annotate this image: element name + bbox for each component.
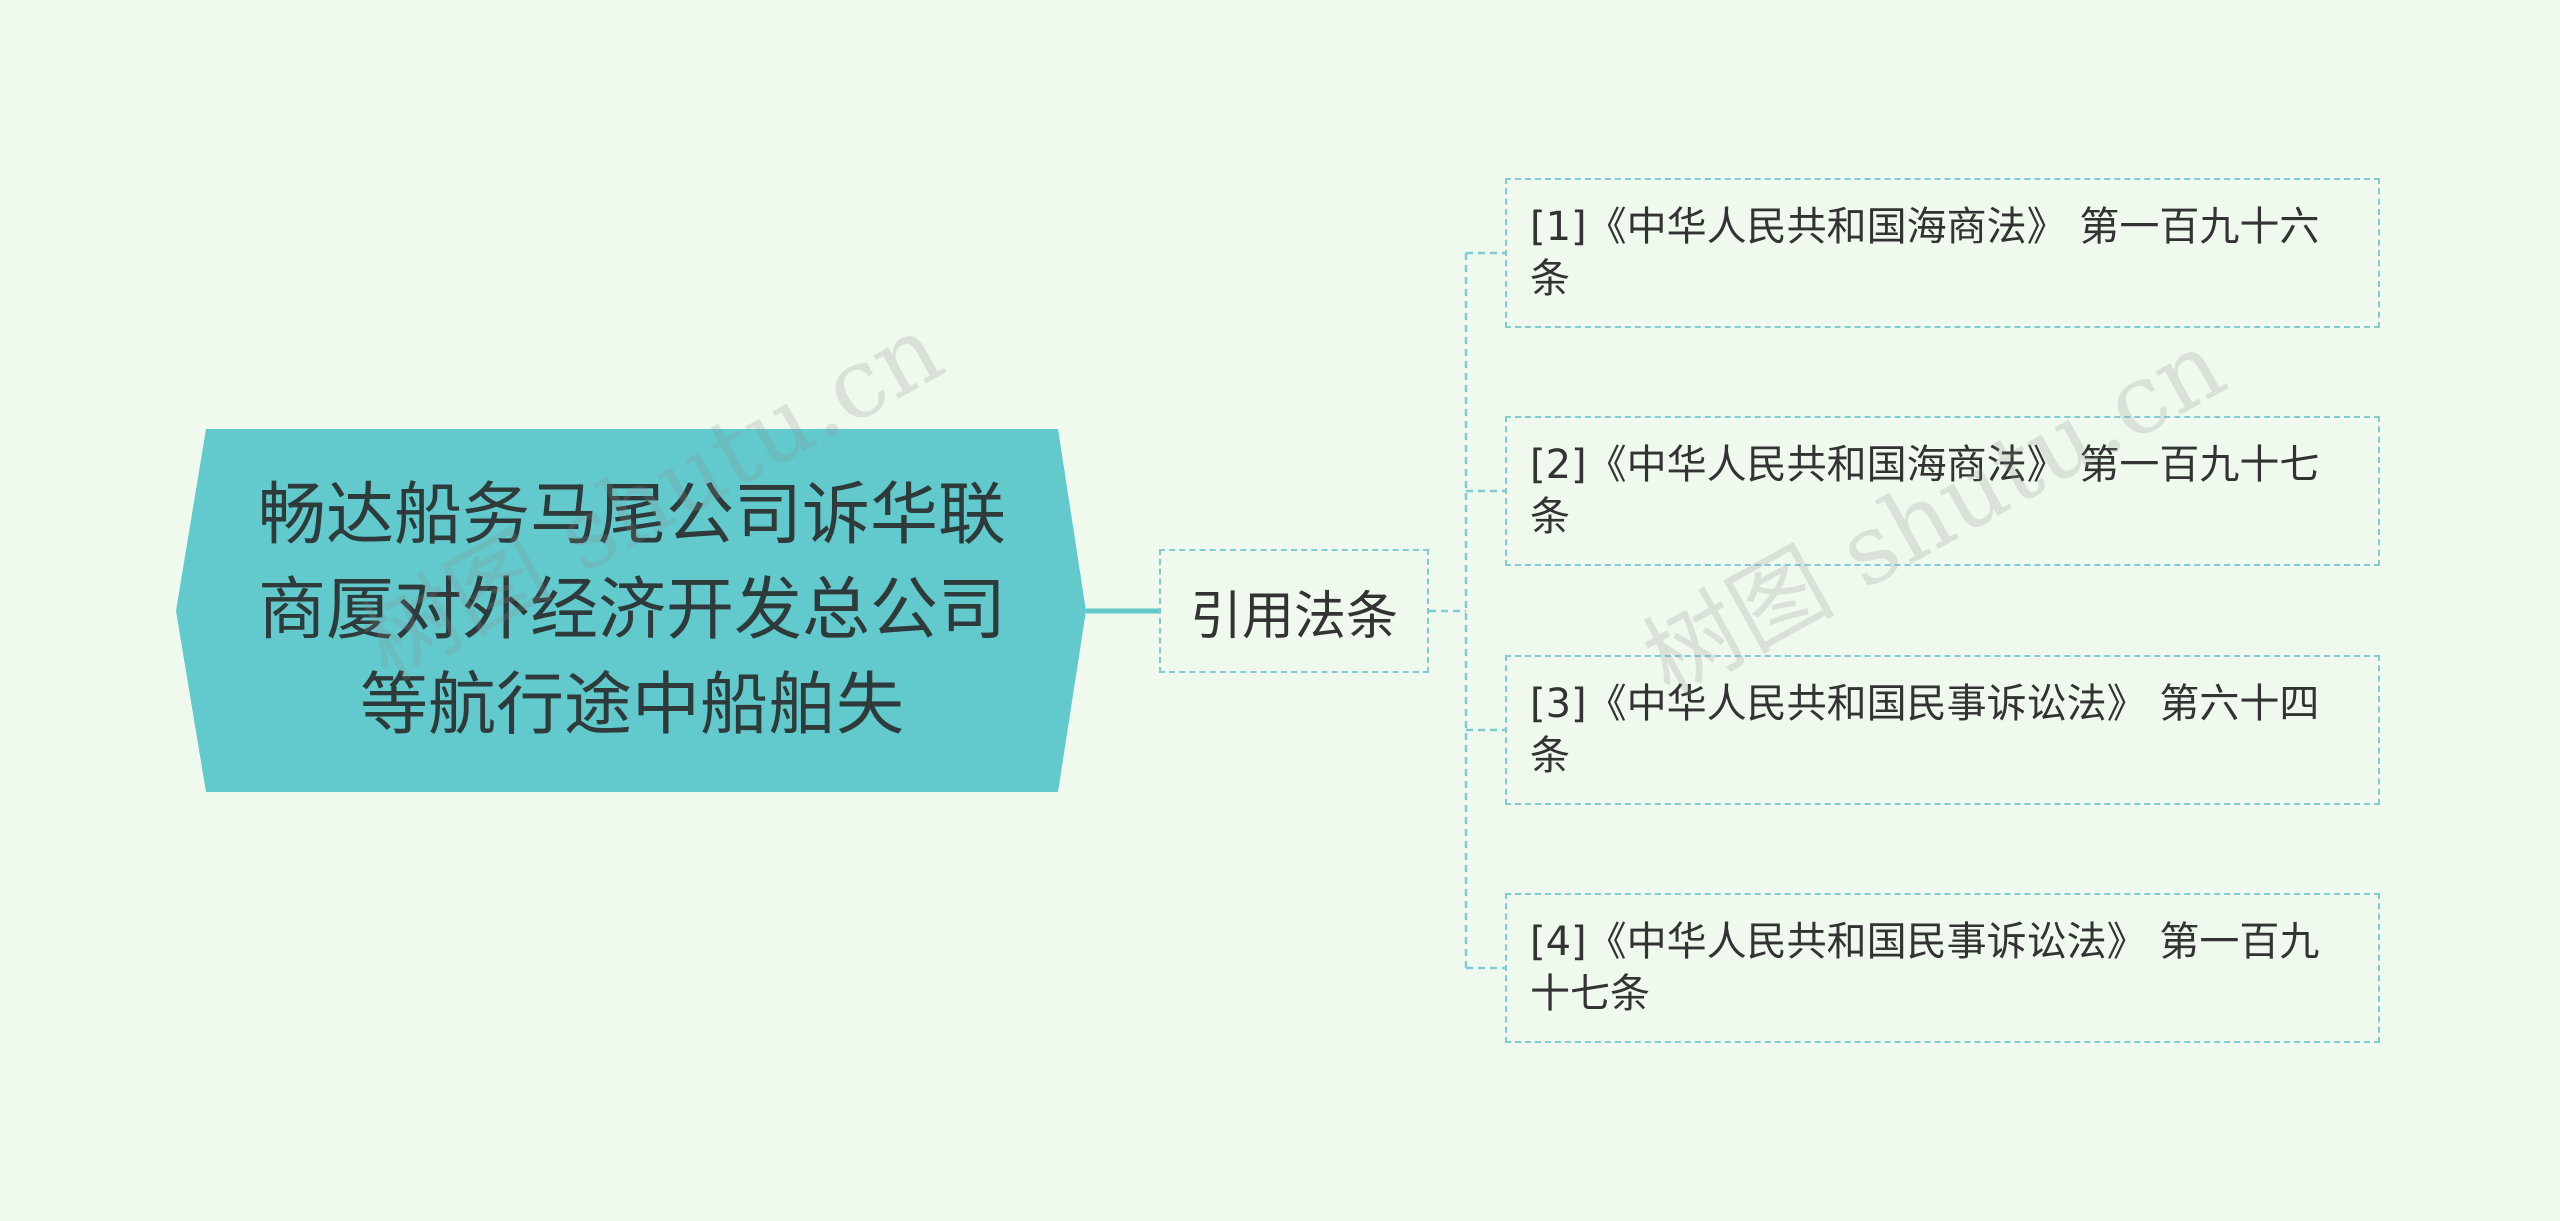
- leaf-node-3-line-2: 条: [1530, 733, 1570, 779]
- leaf-node-4[interactable]: [4]《中华人民共和国民事诉讼法》 第一百九 十七条: [1505, 893, 2380, 1043]
- leaf-node-3-line-1: [3]《中华人民共和国民事诉讼法》 第六十四: [1530, 681, 2320, 727]
- leaf-node-4-line-1: [4]《中华人民共和国民事诉讼法》 第一百九: [1530, 919, 2320, 965]
- root-node-line-1: 畅达船务马尾公司诉华联: [257, 476, 1006, 555]
- branch-node-label: 引用法条: [1189, 586, 1398, 647]
- leaf-node-2-line-1: [2]《中华人民共和国海商法》 第一百九十七: [1530, 442, 2320, 488]
- leaf-node-1-line-1: [1]《中华人民共和国海商法》 第一百九十六: [1530, 204, 2320, 250]
- leaf-node-1[interactable]: [1]《中华人民共和国海商法》 第一百九十六 条: [1505, 178, 2380, 328]
- leaf-node-2-line-2: 条: [1530, 494, 1570, 540]
- leaf-node-4-line-2: 十七条: [1530, 971, 1650, 1017]
- leaf-node-1-line-2: 条: [1530, 256, 1570, 302]
- branch-node-cited-laws[interactable]: 引用法条: [1159, 549, 1429, 673]
- leaf-node-3[interactable]: [3]《中华人民共和国民事诉讼法》 第六十四 条: [1505, 655, 2380, 805]
- root-node-shape: [176, 429, 1086, 792]
- leaf-node-2[interactable]: [2]《中华人民共和国海商法》 第一百九十七 条: [1505, 416, 2380, 566]
- root-node[interactable]: 畅达船务马尾公司诉华联 商厦对外经济开发总公司 等航行途中船舶失: [206, 429, 1058, 792]
- root-node-line-3: 等航行途中船舶失: [359, 666, 904, 745]
- root-node-line-2: 商厦对外经济开发总公司: [257, 571, 1006, 650]
